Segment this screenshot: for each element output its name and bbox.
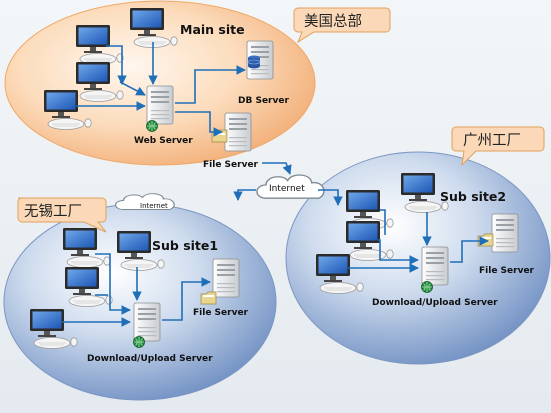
db-server-label: DB Server xyxy=(238,96,289,106)
web-server-icon xyxy=(146,85,174,125)
globe-icon xyxy=(133,336,145,348)
folder-icon xyxy=(477,233,494,247)
file-server-icon xyxy=(212,258,240,298)
arrow xyxy=(175,65,246,104)
sub2-file-server-label: File Server xyxy=(479,266,535,276)
internet-center: Internet xyxy=(256,174,325,199)
sub1-transfer-server-label: Download/Upload Server xyxy=(87,354,213,364)
globe-icon xyxy=(421,281,433,293)
download-upload-server-icon xyxy=(421,246,449,286)
sub2-transfer-server-label: Download/Upload Server xyxy=(372,298,498,308)
arrow xyxy=(450,236,489,263)
internet-center-label: Internet xyxy=(269,184,305,194)
arrow xyxy=(95,253,131,315)
arrow xyxy=(175,111,223,137)
folder-icon xyxy=(200,291,217,305)
callout-main: 美国总部 xyxy=(293,7,391,44)
file-server-icon xyxy=(224,112,252,152)
sub1-file-server-label: File Server xyxy=(193,308,249,318)
callout-sub2: 广州工厂 xyxy=(451,126,545,167)
sub-site1: Sub site1 Download/Upload Server File Se… xyxy=(29,227,249,364)
callout-sub1: 无锡工厂 xyxy=(17,197,107,233)
sub-site2-label: Sub site2 xyxy=(440,189,506,204)
internet-left-label: Internet xyxy=(140,202,168,210)
callout-sub1-text: 无锡工厂 xyxy=(24,203,82,220)
sub-site2: Sub site2 Download/Upload Server File Se… xyxy=(315,172,535,308)
sub-site1-label: Sub site1 xyxy=(152,238,218,253)
callout-main-text: 美国总部 xyxy=(304,13,362,30)
download-upload-server-icon xyxy=(133,302,161,342)
callout-sub2-text: 广州工厂 xyxy=(463,132,521,149)
arrow xyxy=(233,189,256,201)
arrow xyxy=(119,81,146,96)
arrow xyxy=(162,277,211,321)
database-icon xyxy=(247,55,261,69)
arrow xyxy=(380,209,386,235)
globe-icon xyxy=(146,120,158,132)
main-site-label: Main site xyxy=(180,22,245,37)
arrow xyxy=(262,162,292,175)
arrow xyxy=(106,45,127,85)
main-site: Main site Web Server DB Server File Serv… xyxy=(43,7,289,170)
main-file-server-label: File Server xyxy=(203,160,259,170)
file-server-icon xyxy=(491,213,519,253)
arrow xyxy=(378,239,419,265)
web-server-label: Web Server xyxy=(134,136,193,146)
arrow xyxy=(318,189,343,206)
internet-left: Internet xyxy=(114,193,175,211)
